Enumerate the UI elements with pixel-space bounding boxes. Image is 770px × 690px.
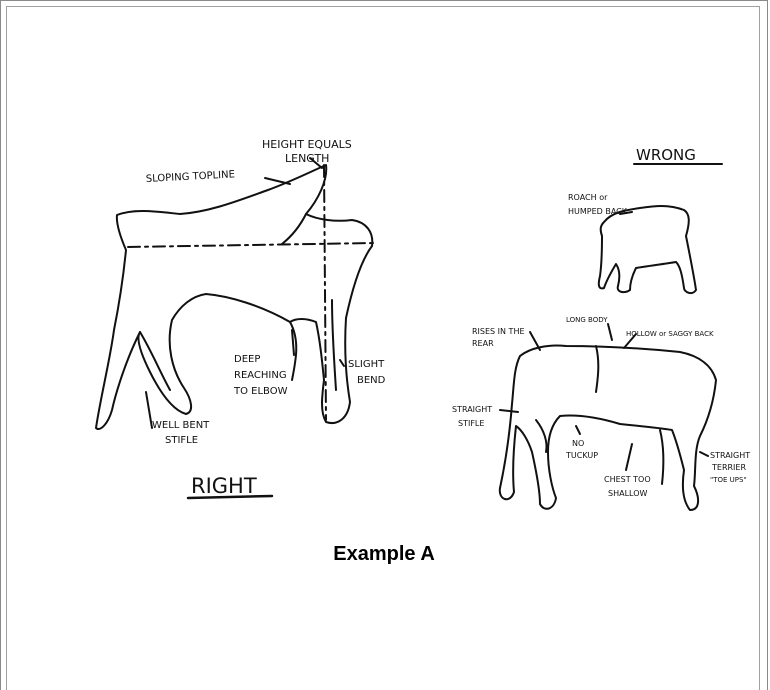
- right-body-length-line: [128, 243, 374, 247]
- toe-label-1: STRAIGHT: [710, 451, 750, 460]
- rises-pointer: [530, 332, 540, 350]
- wrong-title: WRONG: [636, 146, 696, 164]
- rises-label-2: REAR: [472, 339, 494, 348]
- topline-pointer: [265, 178, 290, 184]
- wrong-dog-large-outline: [500, 345, 716, 510]
- slight-bend-label-1: SLIGHT: [348, 359, 385, 370]
- right-title: RIGHT: [191, 474, 257, 498]
- chest-pointer: [626, 444, 632, 470]
- wrong-dog-hindleg: [536, 420, 547, 452]
- height-label-2: LENGTH: [285, 152, 329, 165]
- chest-label-2: SHALLOW: [608, 489, 647, 498]
- straight-stifle-pointer: [500, 410, 518, 412]
- roach-label-2: HUMPED BACK: [568, 207, 628, 216]
- hollow-label: HOLLOW or SAGGY BACK: [626, 330, 714, 338]
- dog-conformation-diagram: HEIGHT EQUALS LENGTH SLOPING TOPLINE DEE…: [0, 0, 770, 560]
- height-label-1: HEIGHT EQUALS: [262, 138, 352, 151]
- toe-label-3: "TOE UPS": [710, 476, 747, 484]
- right-dog-shoulder: [282, 214, 306, 244]
- no-tuckup-pointer: [576, 426, 580, 434]
- right-dog-foreleg: [332, 300, 336, 390]
- figure-caption: Example A: [0, 543, 768, 566]
- sloping-topline-label: SLOPING TOPLINE: [146, 169, 236, 185]
- long-body-label: LONG BODY: [566, 316, 608, 324]
- slight-bend-label-2: BEND: [357, 375, 386, 386]
- roach-label-1: ROACH or: [568, 193, 608, 202]
- toe-pointer: [700, 452, 708, 456]
- straight-stifle-label-1: STRAIGHT: [452, 405, 492, 414]
- stifle-label-1: WELL BENT: [152, 420, 210, 431]
- wrong-dog-neck: [596, 346, 598, 392]
- no-tuckup-label-2: TUCKUP: [565, 451, 598, 460]
- long-body-pointer: [608, 324, 612, 340]
- deep-label-3: TO ELBOW: [233, 386, 288, 397]
- deep-label-1: DEEP: [234, 354, 260, 365]
- wrong-dog-small-outline: [599, 206, 696, 293]
- toe-label-2: TERRIER: [711, 463, 746, 472]
- rises-label-1: RISES IN THE: [472, 327, 525, 336]
- deep-label-2: REACHING: [234, 370, 287, 381]
- chest-label-1: CHEST TOO: [604, 475, 651, 484]
- no-tuckup-label-1: NO: [572, 439, 584, 448]
- wrong-dog-foreleg: [660, 430, 663, 484]
- stifle-label-2: STIFLE: [165, 435, 198, 446]
- slight-bend-pointer: [340, 360, 344, 366]
- straight-stifle-label-2: STIFLE: [458, 419, 484, 428]
